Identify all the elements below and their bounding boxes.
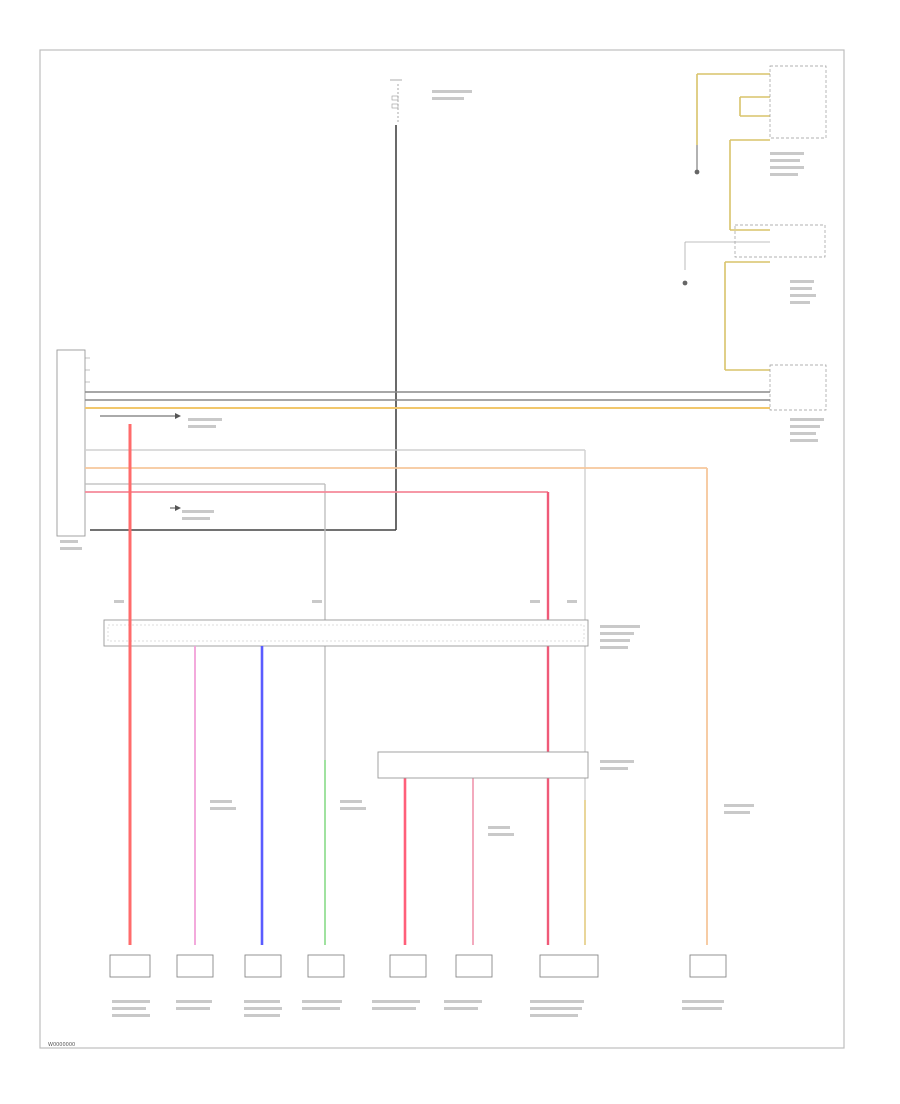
top-right-connectors — [682, 65, 827, 411]
component-8 — [689, 954, 727, 978]
module-harness — [85, 391, 770, 945]
top-fuse-feed — [90, 79, 402, 531]
component-7 — [539, 954, 599, 978]
component-6 — [455, 954, 493, 978]
junction-bar-upper — [103, 619, 589, 647]
main-control-module — [56, 349, 90, 537]
component-5 — [389, 954, 427, 978]
component-2 — [176, 954, 214, 978]
component-1 — [109, 954, 151, 978]
footer-code: W0000000 — [48, 1042, 75, 1048]
junction-bar-lower — [377, 751, 589, 779]
bottom-components — [109, 954, 727, 978]
component-4 — [307, 954, 345, 978]
faint-labels — [60, 90, 824, 1017]
branch-wires — [128, 424, 586, 945]
component-3 — [244, 954, 282, 978]
diagram-border — [39, 49, 845, 1049]
